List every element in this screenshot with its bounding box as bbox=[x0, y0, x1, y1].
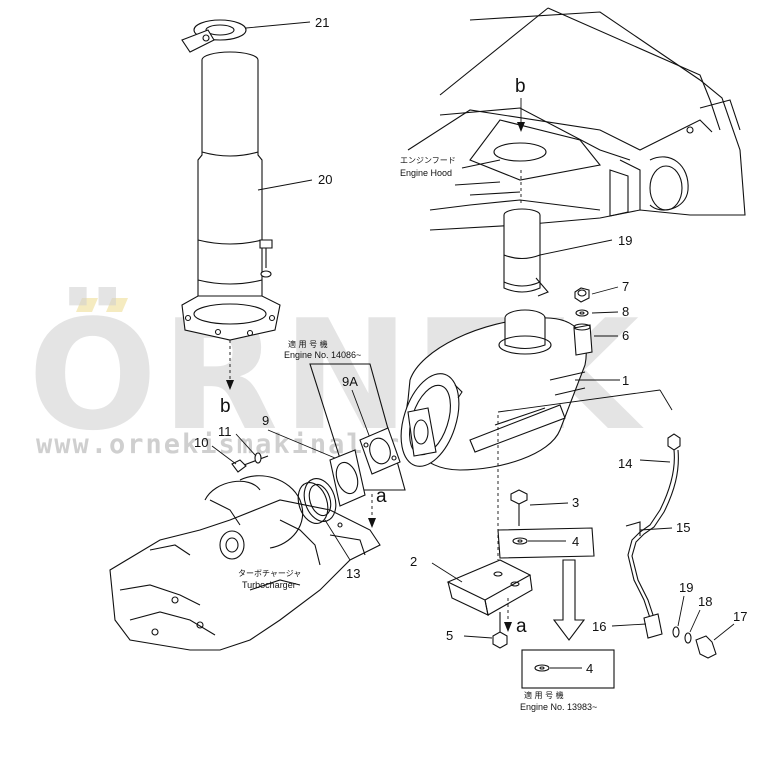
part-number-3: 3 bbox=[572, 495, 579, 510]
applicable-b-en: Engine No. 13983~ bbox=[520, 702, 597, 712]
arrow-b-bottom: b bbox=[220, 340, 234, 417]
part-4-washer-lower: 4 適 用 号 機 Engine No. 13983~ bbox=[520, 649, 615, 712]
part-number-1: 1 bbox=[622, 373, 629, 388]
turbo-label-jp: ターボチャージャ bbox=[238, 569, 301, 578]
part-number-11: 11 bbox=[218, 424, 232, 439]
turbocharger-engine-block: ターボチャージャ Turbocharger bbox=[109, 475, 381, 651]
arrow-down-alt-version bbox=[552, 559, 586, 641]
engine-hood: エンジンフード Engine Hood bbox=[400, 7, 746, 231]
applicable-a-en: Engine No. 14086~ bbox=[284, 350, 361, 360]
engine-hood-label-jp: エンジンフード bbox=[400, 156, 456, 165]
part-number-9a: 9A bbox=[342, 374, 358, 389]
label-a-right: a bbox=[376, 486, 387, 507]
parts-15-18-clamp-hardware: 16 19 18 17 bbox=[592, 580, 747, 659]
part-number-21: 21 bbox=[315, 15, 329, 30]
part-20-exhaust-stack: 20 bbox=[181, 51, 332, 341]
part-number-13: 14 bbox=[618, 456, 632, 471]
part-number-7: 7 bbox=[622, 279, 629, 294]
part-number-17: 18 bbox=[698, 594, 712, 609]
part-number-10: 10 bbox=[194, 435, 208, 450]
applicable-a-jp: 適 用 号 機 bbox=[288, 339, 328, 349]
part-number-4-upper: 4 bbox=[572, 534, 579, 549]
watermark-umlaut-accent-2 bbox=[106, 298, 128, 312]
part-number-12: 13 bbox=[346, 566, 360, 581]
part-number-14: 15 bbox=[676, 520, 690, 535]
part-number-5: 5 bbox=[446, 628, 453, 643]
part-5-bolt: 5 a bbox=[446, 598, 527, 649]
part-12-clamp-ring: 13 bbox=[297, 478, 360, 581]
part-19-extension-pipe: 19 bbox=[503, 208, 632, 297]
engine-hood-label-en: Engine Hood bbox=[400, 168, 452, 178]
watermark-umlaut-accent bbox=[76, 298, 98, 312]
arrow-a-right: a bbox=[368, 486, 387, 528]
part-number-2: 2 bbox=[410, 554, 417, 569]
part-9a-gasket-callout: 適 用 号 機 Engine No. 14086~ 9A bbox=[284, 339, 406, 491]
part-number-9: 9 bbox=[262, 413, 269, 428]
applicable-b-jp: 適 用 号 機 bbox=[524, 690, 564, 700]
part-number-6: 6 bbox=[622, 328, 629, 343]
part-number-15: 16 bbox=[592, 619, 606, 634]
arrow-b-top: b bbox=[515, 76, 526, 205]
label-b-bottom: b bbox=[220, 396, 231, 417]
part-1-muffler: 1 bbox=[400, 309, 629, 471]
part-4-washer-upper: 4 bbox=[497, 527, 595, 559]
parts-6-7-8: 7 8 6 bbox=[573, 279, 629, 356]
parts-10-11-bolt-washer: 10 11 bbox=[194, 424, 269, 473]
parts-13-14-drain-pipe: 14 15 bbox=[497, 389, 690, 619]
part-number-18: 19 bbox=[679, 580, 693, 595]
part-number-4-lower: 4 bbox=[586, 661, 593, 676]
part-3-bolt: 3 bbox=[510, 489, 579, 526]
part-21-rain-cap: 21 bbox=[181, 15, 329, 53]
part-number-20: 20 bbox=[318, 172, 332, 187]
turbo-label-en: Turbocharger bbox=[242, 580, 296, 590]
part-number-16: 17 bbox=[733, 609, 747, 624]
part-number-8: 8 bbox=[622, 304, 629, 319]
part-number-19: 19 bbox=[618, 233, 632, 248]
part-9-flange: 9 bbox=[262, 413, 366, 507]
label-b-top: b bbox=[515, 76, 526, 97]
label-a-lower: a bbox=[516, 616, 527, 637]
